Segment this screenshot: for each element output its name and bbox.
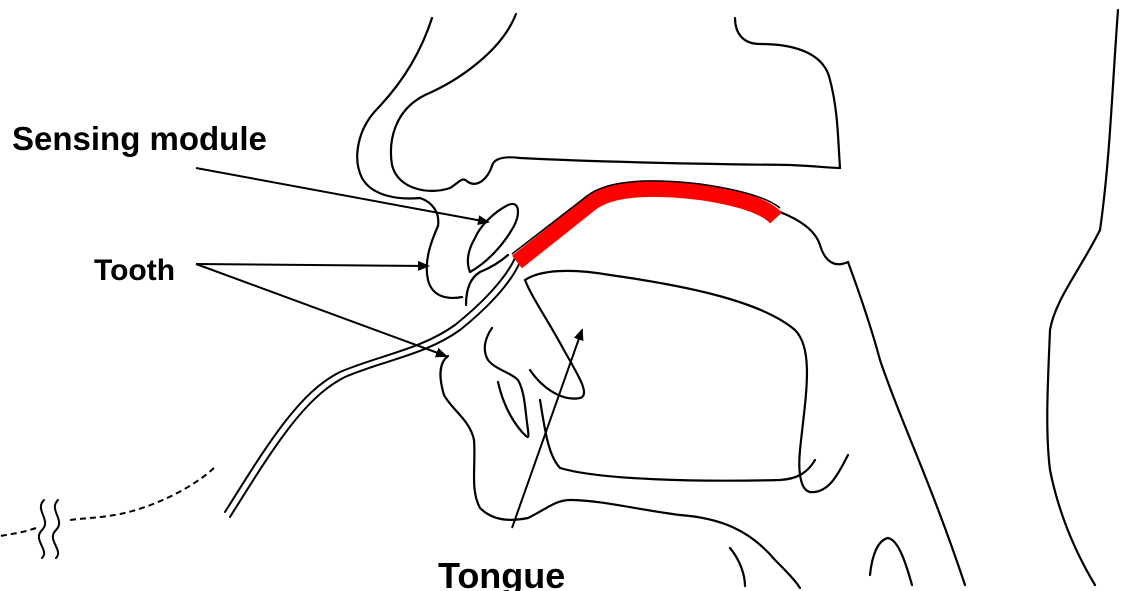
nostril-outline [391, 14, 516, 191]
upper-lip [427, 226, 462, 298]
tooth-label: Tooth [94, 254, 175, 287]
neck-fold-outline [730, 548, 745, 586]
nasal-floor-outline [492, 157, 840, 168]
jaw-outline [680, 515, 800, 588]
floor-of-mouth [540, 400, 815, 481]
upper-tooth [468, 204, 518, 272]
lower-lip [485, 328, 529, 437]
tongue-leader [512, 330, 582, 528]
tongue-outline [525, 271, 848, 492]
sensing-module-strip [517, 189, 776, 262]
cable-dashed-right [70, 468, 214, 520]
nasopharynx-outline [735, 18, 840, 168]
soft-palate-outline [780, 212, 848, 264]
sensing-module-label: Sensing module [12, 120, 267, 157]
sensor-cable-edge [230, 262, 520, 517]
hyoid-outline [870, 538, 912, 585]
tongue-label: Tongue [438, 555, 565, 591]
neck-front-outline [848, 262, 965, 585]
tongue-inner-curve [525, 280, 584, 399]
sensing-module-leader [196, 168, 488, 222]
tooth-leader-lower [196, 264, 446, 356]
spine-outline [1047, 10, 1118, 585]
chin-outline [441, 356, 680, 520]
double-squiggle-break-icon [39, 500, 59, 558]
cable-dashed-left [0, 528, 36, 536]
tooth-leader-upper [196, 264, 428, 266]
sensor-cable [225, 258, 515, 512]
